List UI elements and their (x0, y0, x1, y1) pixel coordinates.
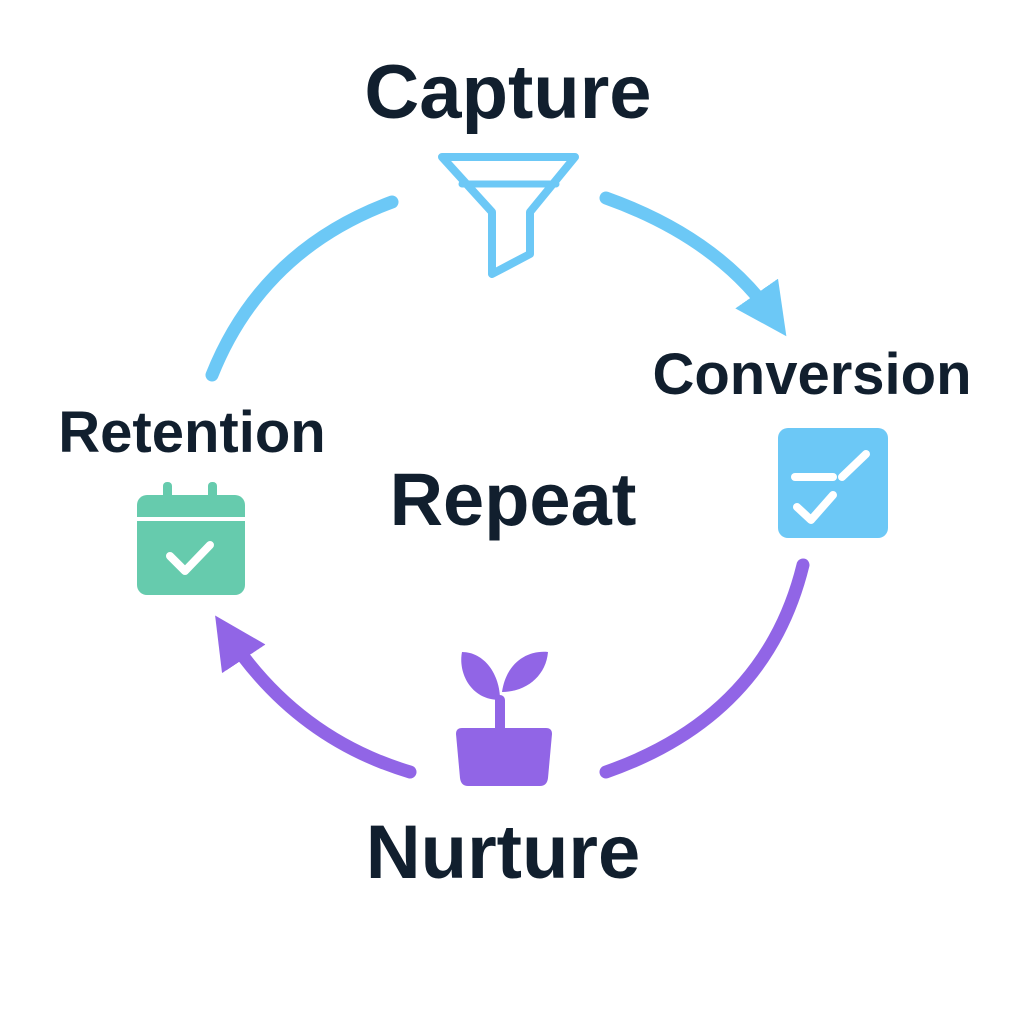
capture-label: Capture (364, 50, 651, 135)
nurture-label: Nurture (366, 810, 640, 895)
checklist-icon (778, 428, 888, 538)
sprout-icon (456, 651, 552, 786)
conversion-label: Conversion (652, 342, 971, 407)
center-label: Repeat (390, 458, 637, 541)
funnel-icon (438, 153, 579, 278)
calendar-check-icon (137, 482, 245, 595)
arc-conversion-to-nurture (599, 558, 810, 779)
arc-retention-to-capture (205, 195, 399, 382)
arc-nurture-to-retention (215, 615, 417, 779)
arc-capture-to-conversion (599, 191, 787, 337)
retention-label: Retention (58, 400, 325, 465)
